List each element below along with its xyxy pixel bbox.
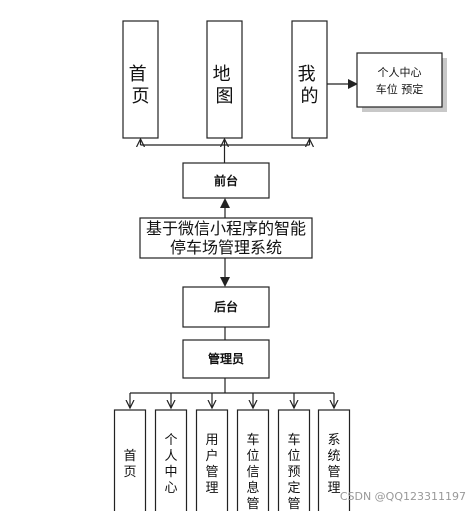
top-node-mine-char2: 的 xyxy=(301,86,319,107)
top-node-mine-label: 我 的 xyxy=(298,64,322,107)
bottom-node-spot-info-management: 车位信息管理 xyxy=(236,409,270,511)
top-node-home: 首 页 xyxy=(122,20,159,139)
backend-box: 后台 xyxy=(182,286,270,328)
bottom-node-spot-booking-management: 车位预定管理 xyxy=(277,409,311,511)
bottom-node-profile: 个人中心 xyxy=(154,409,188,511)
admin-to-bottom-connector xyxy=(130,378,334,408)
bottom-node-system-management-label: 系统管理 xyxy=(327,433,340,496)
top-node-home-label: 首 页 xyxy=(129,64,153,107)
bottom-node-user-management-label: 用户管理 xyxy=(205,433,218,496)
watermark: CSDN @QQ123311197 xyxy=(340,490,466,503)
bottom-nodes: 首页 个人中心 用户管理 车位信息管理 车位预定管理 系统管理 xyxy=(113,409,351,511)
bottom-node-user-management: 用户管理 xyxy=(195,409,229,511)
admin-label: 管理员 xyxy=(208,351,244,366)
frontend-to-top-connector xyxy=(141,139,310,163)
admin-box: 管理员 xyxy=(182,339,270,379)
profile-box-line2: 车位 预定 xyxy=(376,82,424,96)
system-title-box: 基于微信小程序的智能 停车场管理系统 xyxy=(139,217,313,259)
bottom-node-profile-label: 个人中心 xyxy=(164,433,177,496)
top-node-map: 地 图 xyxy=(206,20,243,139)
system-title-line1: 基于微信小程序的智能 xyxy=(146,219,306,238)
system-title-line2: 停车场管理系统 xyxy=(170,238,282,257)
frontend-box: 前台 xyxy=(182,162,270,199)
bottom-node-spot-info-management-label: 车位信息管理 xyxy=(246,432,259,511)
top-node-map-char1: 地 xyxy=(213,64,231,85)
profile-box: 个人中心 车位 预定 xyxy=(356,52,447,112)
bottom-node-home-label: 首页 xyxy=(123,449,136,480)
top-node-mine-char1: 我 xyxy=(298,64,316,85)
profile-box-line1: 个人中心 xyxy=(378,66,422,79)
backend-label: 后台 xyxy=(214,299,238,314)
bottom-node-spot-booking-management-label: 车位预定管理 xyxy=(287,432,300,511)
top-node-map-label: 地 图 xyxy=(213,64,237,107)
top-node-map-char2: 图 xyxy=(216,86,234,107)
frontend-label: 前台 xyxy=(214,173,238,188)
top-node-mine: 我 的 xyxy=(291,20,328,139)
top-node-home-char1: 首 xyxy=(129,64,147,85)
bottom-node-home: 首页 xyxy=(113,409,147,511)
bottom-node-system-management: 系统管理 xyxy=(317,409,351,511)
top-node-home-char2: 页 xyxy=(132,86,150,107)
